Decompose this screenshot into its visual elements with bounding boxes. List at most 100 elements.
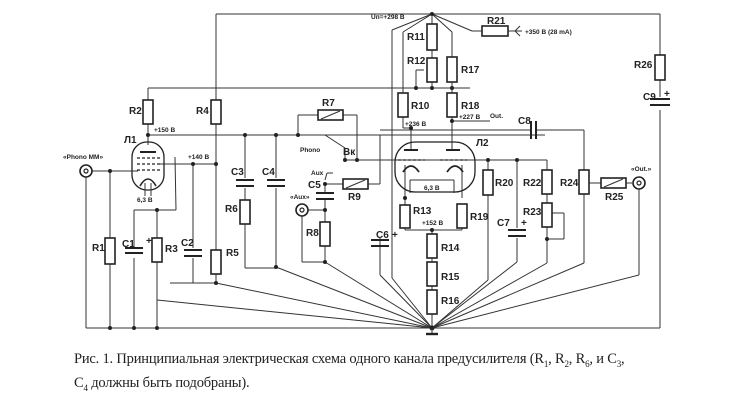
resistor-r4 bbox=[210, 99, 222, 125]
label-r10: R10 bbox=[411, 101, 430, 112]
label-c2: C2 bbox=[181, 238, 194, 249]
label-switch-aux: Aux bbox=[311, 170, 324, 177]
label-r26: R26 bbox=[634, 60, 653, 71]
label-l1-screen-voltage: +140 В bbox=[188, 154, 209, 161]
label-r6: R6 bbox=[225, 204, 238, 215]
resistor-r11 bbox=[426, 23, 438, 51]
resistor-r16 bbox=[426, 289, 438, 315]
label-c4: C4 bbox=[262, 167, 275, 178]
resistor-r21 bbox=[481, 25, 509, 37]
label-l2-cathode-voltage: +152 В bbox=[422, 220, 443, 227]
resistor-r14 bbox=[426, 233, 438, 259]
label-r12: R12 bbox=[407, 56, 426, 67]
resistor-r20 bbox=[482, 169, 494, 196]
label-r17: R17 bbox=[461, 65, 480, 76]
ground-symbol bbox=[426, 328, 438, 336]
label-c9: C9 bbox=[643, 92, 656, 103]
label-c8: C8 bbox=[518, 116, 531, 127]
label-l2-heater-voltage: 6,3 В bbox=[424, 185, 440, 192]
capacitor-c7 bbox=[508, 229, 526, 237]
resistor-r6 bbox=[239, 199, 251, 225]
capacitor-c2 bbox=[184, 249, 202, 257]
label-r20: R20 bbox=[495, 178, 514, 189]
capacitor-c5 bbox=[316, 192, 334, 200]
label-connector-phono: «Phono MM» bbox=[63, 154, 103, 161]
label-c7: C7 bbox=[497, 218, 510, 229]
tube-l2 bbox=[394, 141, 476, 193]
label-supply-voltage: Uп=+298 В bbox=[371, 14, 405, 21]
label-r15: R15 bbox=[441, 272, 460, 283]
label-l1-heater-voltage: 6,3 В bbox=[137, 197, 153, 204]
resistor-r1 bbox=[104, 237, 116, 265]
label-c3: C3 bbox=[231, 167, 244, 178]
resistor-r26 bbox=[654, 54, 666, 81]
tube-l1 bbox=[131, 141, 165, 196]
resistor-r5 bbox=[210, 249, 222, 275]
capacitor-c9 bbox=[650, 98, 670, 106]
label-r22: R22 bbox=[523, 178, 542, 189]
svg-text:+: + bbox=[664, 89, 670, 100]
label-l2-anode-left-voltage: +236 В bbox=[405, 121, 426, 128]
label-r11: R11 bbox=[407, 32, 425, 43]
resistor-r23 bbox=[541, 202, 553, 228]
connector-aux bbox=[295, 203, 309, 217]
junctions bbox=[108, 12, 549, 331]
circuit-schematic: + + + + R1 bbox=[63, 12, 670, 336]
resistor-r3 bbox=[151, 237, 163, 263]
label-switch-phono: Phono bbox=[300, 147, 320, 154]
label-input-supply: +350 В (28 mA) bbox=[525, 29, 572, 36]
svg-text:+: + bbox=[521, 218, 527, 229]
resistor-r8 bbox=[319, 221, 331, 247]
label-r13: R13 bbox=[413, 206, 432, 217]
label-c1: C1 bbox=[122, 239, 135, 250]
label-r4: R4 bbox=[196, 106, 209, 117]
resistor-r19 bbox=[456, 203, 468, 229]
label-c6: C6 bbox=[376, 230, 389, 241]
wires bbox=[85, 13, 661, 329]
label-r3: R3 bbox=[165, 244, 178, 255]
label-r25: R25 bbox=[605, 192, 624, 203]
label-r9: R9 bbox=[348, 192, 361, 203]
label-r1: R1 bbox=[92, 243, 105, 254]
arrow-input-icon bbox=[508, 25, 522, 37]
label-r5: R5 bbox=[226, 248, 239, 259]
label-tube-l1: Л1 bbox=[124, 135, 137, 146]
label-tube-l2: Л2 bbox=[476, 138, 489, 149]
resistor-r15 bbox=[426, 261, 438, 287]
resistor-r24 bbox=[578, 169, 590, 195]
figure-caption: Рис. 1. Принципиальная электрическая схе… bbox=[74, 351, 625, 393]
label-c5: C5 bbox=[308, 180, 321, 191]
capacitor-c6 bbox=[371, 239, 389, 247]
label-r16: R16 bbox=[441, 296, 460, 307]
connector-out bbox=[632, 176, 646, 190]
label-r14: R14 bbox=[441, 243, 460, 254]
label-r19: R19 bbox=[470, 212, 489, 223]
label-connector-aux: «Aux» bbox=[290, 194, 310, 201]
label-r21: R21 bbox=[487, 16, 506, 27]
label-r24: R24 bbox=[560, 178, 579, 189]
label-l1-anode-voltage: +150 В bbox=[154, 127, 175, 134]
resistor-r13 bbox=[399, 204, 411, 229]
resistor-r18 bbox=[446, 92, 458, 118]
label-connector-out: «Out.» bbox=[631, 166, 652, 173]
connector-phono bbox=[79, 164, 93, 178]
label-r8: R8 bbox=[306, 228, 319, 239]
capacitor-c8 bbox=[530, 121, 537, 139]
capacitor-c4 bbox=[267, 179, 285, 187]
svg-text:+: + bbox=[146, 236, 152, 247]
resistor-r12 bbox=[426, 57, 438, 83]
resistor-r10 bbox=[397, 92, 409, 118]
resistor-r17 bbox=[446, 56, 458, 83]
capacitor-c3 bbox=[236, 179, 254, 187]
label-switch: Вк bbox=[343, 147, 356, 158]
capacitor-c1 bbox=[125, 247, 143, 254]
label-r23: R23 bbox=[523, 207, 542, 218]
label-r7: R7 bbox=[322, 98, 335, 109]
svg-text:+: + bbox=[392, 230, 398, 241]
resistor-r22 bbox=[541, 169, 553, 195]
label-out-tap: Out. bbox=[490, 113, 503, 120]
resistor-r2 bbox=[142, 99, 154, 125]
label-r2: R2 bbox=[129, 106, 142, 117]
label-l2-anode-right-voltage: +227 В bbox=[459, 114, 480, 121]
label-r18: R18 bbox=[461, 101, 480, 112]
